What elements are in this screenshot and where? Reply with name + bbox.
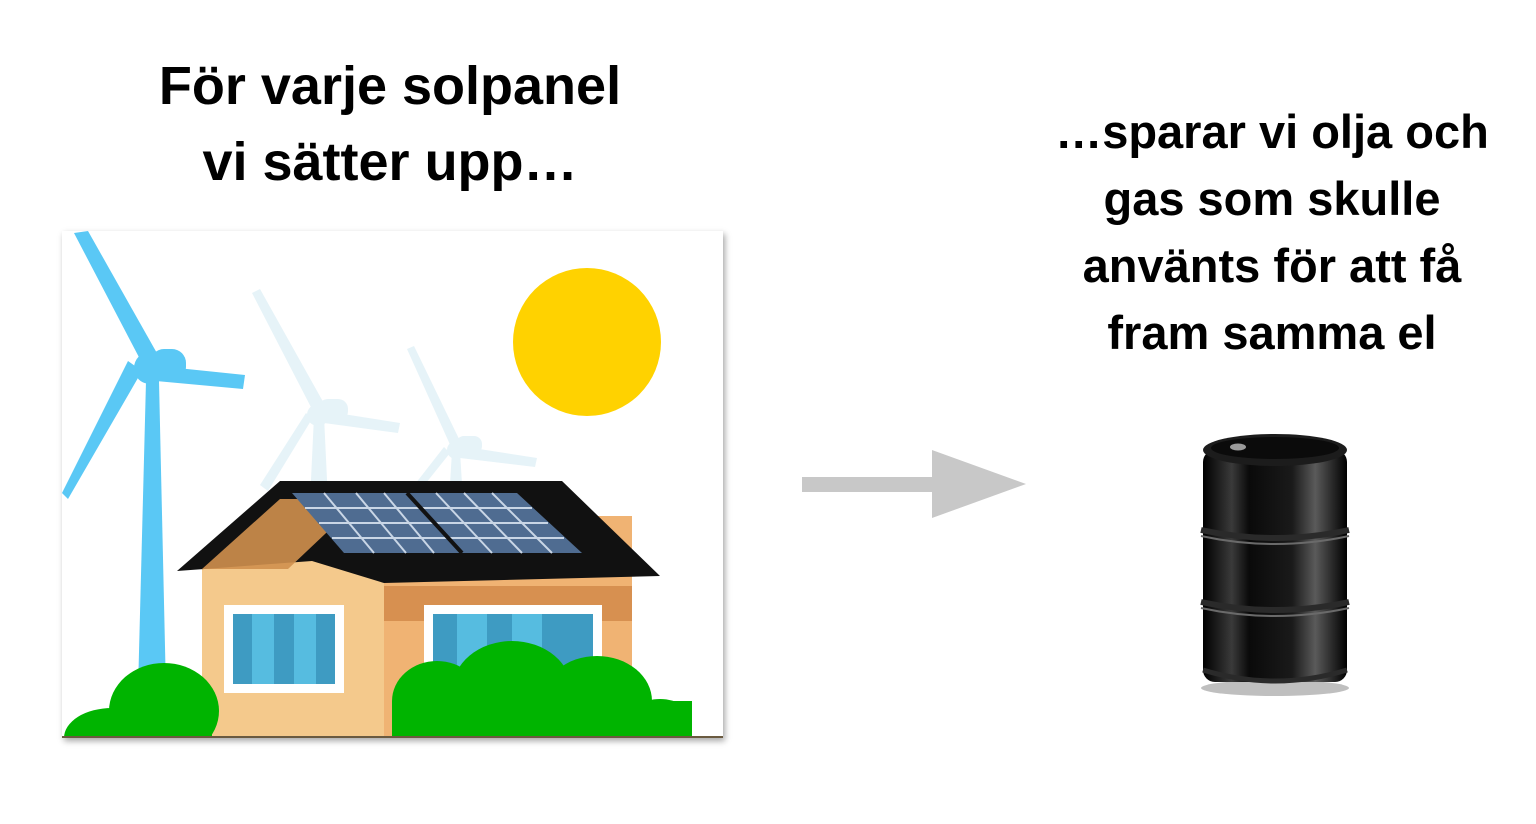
window-icon (224, 605, 344, 693)
left-caption-line-1: För varje solpanel (158, 56, 622, 116)
right-caption: …sparar vi olja och gas som skulle använ… (1036, 98, 1508, 366)
sun-icon (513, 268, 661, 416)
wind-turbine-faded-icon (407, 346, 537, 501)
house-icon (177, 481, 660, 738)
bush-icon (64, 663, 219, 768)
solar-house-wind-illustration (62, 231, 723, 768)
oil-barrel-icon (1195, 430, 1355, 705)
right-caption-line-2: gas som skulle (1103, 172, 1441, 225)
left-caption-line-2: vi sätter upp… (202, 132, 578, 192)
solar-panel-icon (292, 491, 582, 555)
wind-turbine-faded-icon (252, 289, 400, 501)
bush-icon (392, 641, 692, 746)
arrow-right-icon (800, 448, 1030, 525)
right-caption-line-3: använts för att få (1082, 239, 1462, 292)
wind-turbine-icon (62, 231, 245, 691)
left-caption: För varje solpanel vi sätter upp… (140, 48, 640, 200)
right-caption-line-1: …sparar vi olja och (1055, 105, 1489, 158)
right-caption-line-4: fram samma el (1107, 306, 1437, 359)
